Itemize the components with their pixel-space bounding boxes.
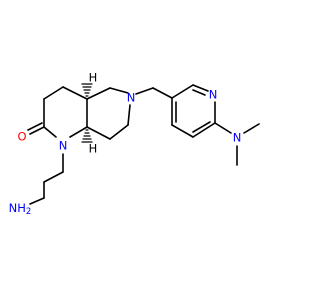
bond bbox=[192, 122, 216, 138]
stereo-wedges bbox=[81, 83, 93, 143]
primary-amine-text: NH bbox=[9, 201, 26, 215]
bond bbox=[62, 86, 88, 100]
bond bbox=[29, 197, 45, 205]
bond bbox=[43, 126, 57, 138]
bond bbox=[109, 124, 129, 140]
pyridine-nitrogen-label: N bbox=[209, 88, 218, 102]
bond bbox=[192, 89, 206, 96]
bond bbox=[86, 87, 111, 100]
bond bbox=[109, 87, 129, 94]
bond bbox=[243, 123, 260, 134]
bond bbox=[86, 126, 111, 140]
dimethylamino-nitrogen-label: N bbox=[233, 131, 242, 145]
bond bbox=[43, 171, 64, 183]
stereo-h-top-label: H bbox=[89, 71, 98, 85]
bond bbox=[192, 121, 211, 133]
stereo-h-bottom-label: H bbox=[89, 142, 98, 156]
carbonyl-oxygen-label: O bbox=[17, 130, 26, 144]
bond bbox=[171, 124, 194, 138]
lactam-nitrogen-label: N bbox=[59, 139, 68, 153]
bond bbox=[127, 104, 131, 126]
bond bbox=[214, 122, 232, 134]
bond bbox=[135, 87, 154, 95]
atom-labels: O N N N N NH2 H H bbox=[9, 71, 242, 217]
primary-amine-label: NH2 bbox=[9, 201, 32, 217]
bond bbox=[69, 126, 88, 138]
bond bbox=[192, 84, 209, 92]
molecule-structure: O N N N N NH2 H H bbox=[9, 71, 260, 217]
bond bbox=[152, 87, 173, 99]
bond bbox=[29, 126, 45, 135]
bond bbox=[171, 84, 194, 99]
bonds bbox=[27, 84, 260, 205]
bond bbox=[43, 86, 64, 100]
ring-amine-nitrogen-label: N bbox=[127, 91, 136, 105]
bond bbox=[27, 122, 43, 131]
primary-amine-subscript: 2 bbox=[26, 207, 31, 217]
